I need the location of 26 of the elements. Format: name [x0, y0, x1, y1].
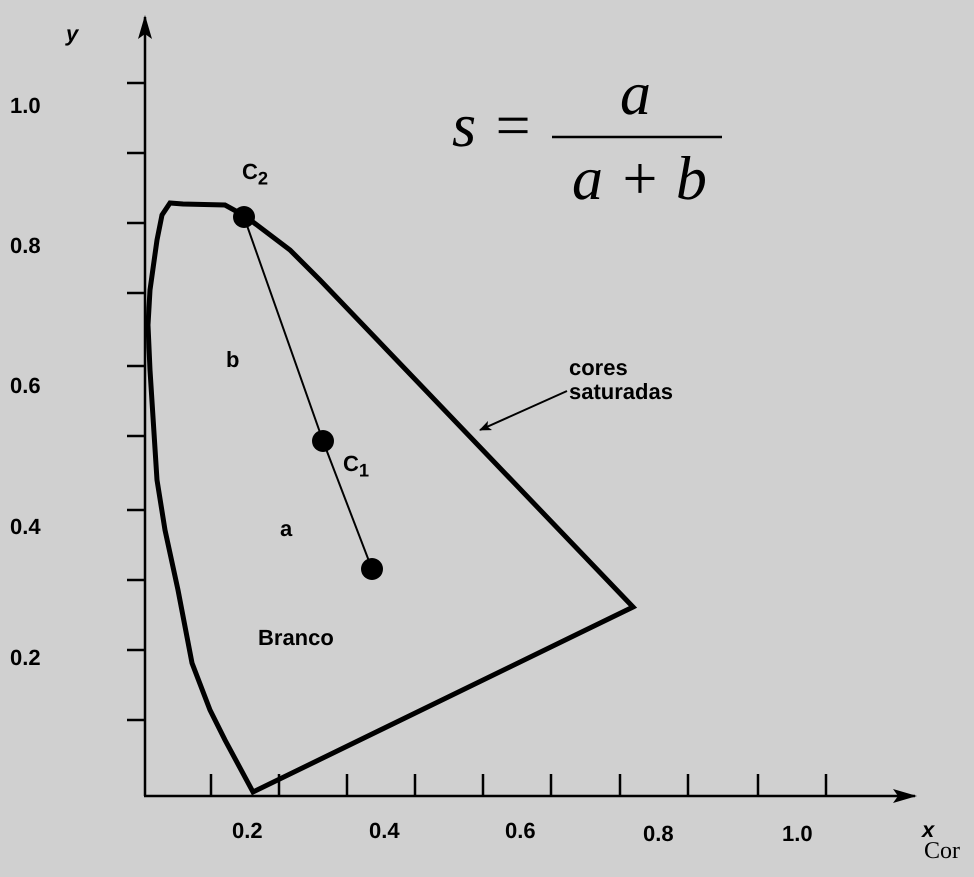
- formula-text: a: [620, 60, 651, 128]
- tick-label: 0.4: [369, 819, 400, 844]
- tick-label: 0.8: [10, 234, 41, 258]
- leader-arrow: [479, 390, 568, 431]
- tick-label: 0.2: [10, 646, 41, 670]
- connecting-line: [326, 450, 370, 560]
- tick-label: 0.6: [505, 819, 536, 844]
- tick-label: 1.0: [10, 94, 41, 118]
- region-label: a: [280, 517, 292, 542]
- tick-label: 0.4: [10, 515, 41, 540]
- tick-label: 1.0: [782, 822, 813, 846]
- point-dot: [233, 206, 255, 228]
- point-dot: [312, 430, 334, 452]
- formula-text: s =: [452, 92, 534, 160]
- point-label: C$_{1}$: [343, 452, 370, 481]
- tick-label: 0.8: [643, 822, 674, 846]
- axis-label: y: [66, 22, 78, 46]
- region-label: b: [226, 348, 240, 372]
- region-label: Branco: [258, 626, 334, 650]
- tick-label: 0.6: [10, 374, 41, 398]
- point-dot: [361, 558, 383, 580]
- formula-text: a + b: [572, 145, 707, 214]
- callout-text: cores saturadas: [569, 356, 689, 404]
- connecting-line: [246, 226, 321, 432]
- point-label: C$_{2}$: [242, 160, 268, 189]
- tick-label: 0.2: [232, 819, 263, 844]
